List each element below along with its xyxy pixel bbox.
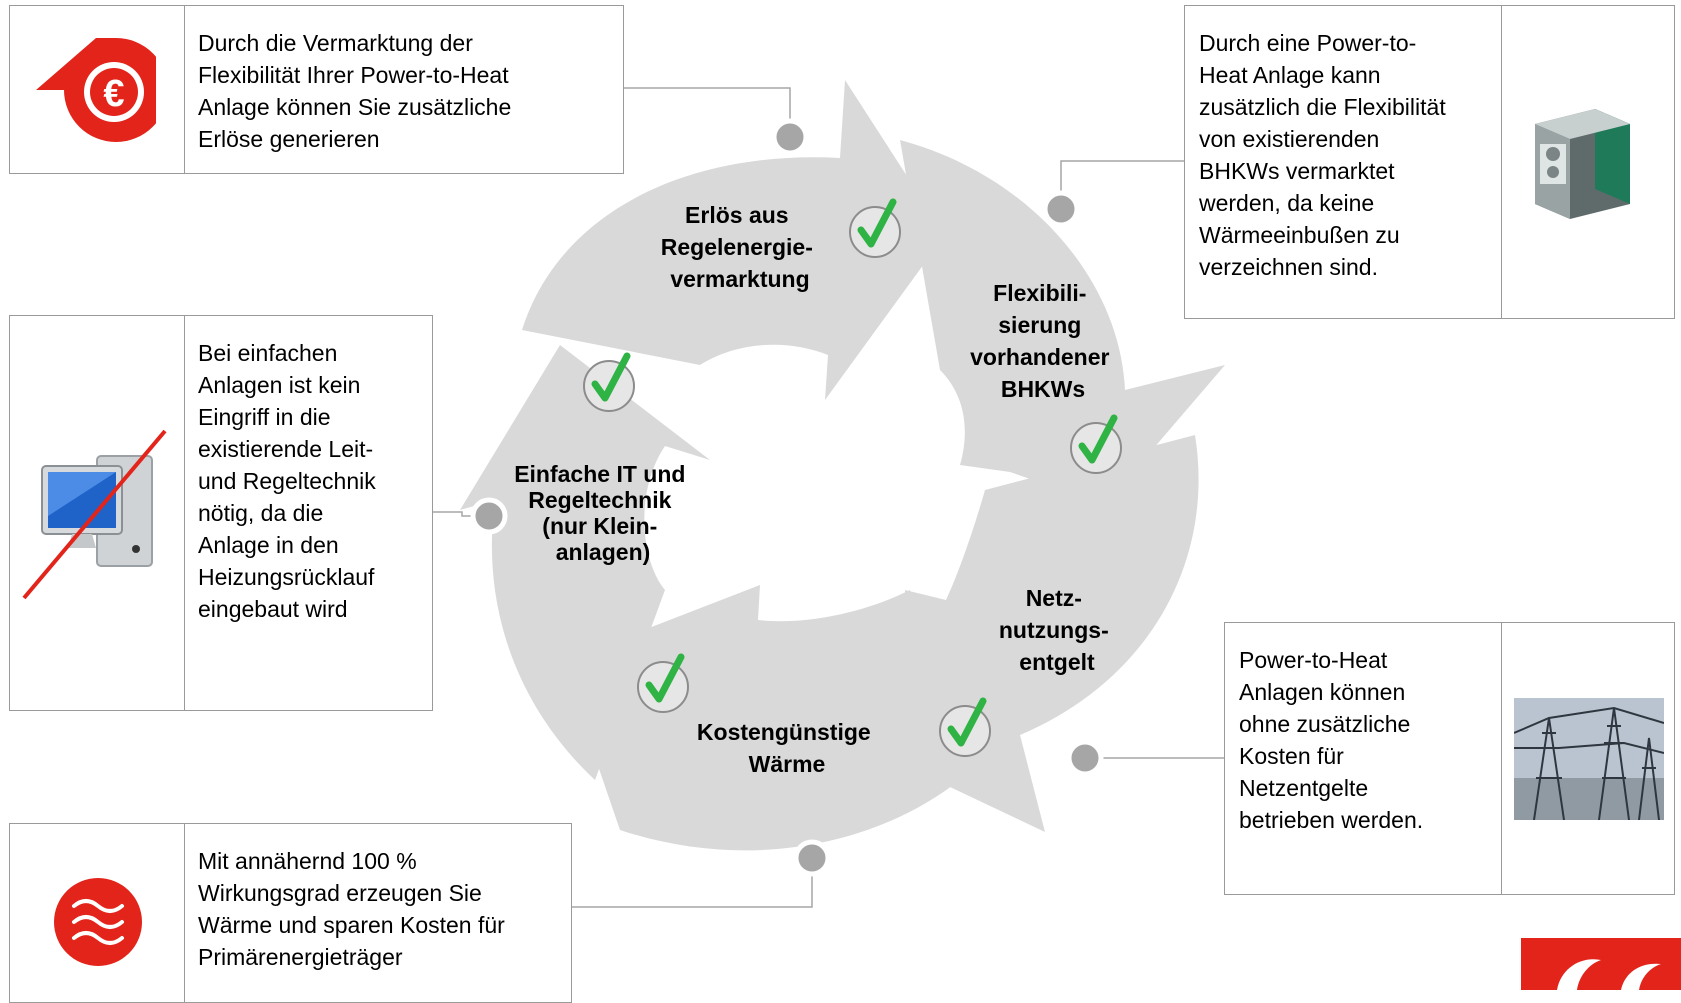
callout-grid: Power-to-Heat Anlagen können ohne zusätz… [1224, 622, 1675, 895]
dot-grid [1066, 739, 1104, 777]
brand-logo-shape [1557, 959, 1661, 990]
segment-label-it: Einfache IT und Regeltechnik (nur Klein-… [514, 461, 692, 565]
arrow-flex [900, 140, 1225, 505]
check-icon-flex [1070, 414, 1122, 474]
power-pylons-image [1514, 698, 1664, 820]
arrow-revenue [522, 80, 945, 400]
callout-flex-text: Durch eine Power-to- Heat Anlage kann zu… [1199, 30, 1446, 280]
check-icons [583, 198, 1122, 757]
connector-flex [1060, 160, 1184, 209]
callout-revenue: € Durch die Vermarktung der Flexibilität… [9, 5, 624, 174]
euro-icon: € [36, 38, 156, 142]
dot-it [470, 497, 508, 535]
callout-heat-text: Mit annähernd 100 % Wirkungsgrad erzeuge… [198, 848, 505, 970]
check-icon-grid [939, 697, 991, 757]
callout-revenue-text: Durch die Vermarktung der Flexibilität I… [198, 30, 512, 152]
chp-unit-image [1535, 109, 1630, 219]
connector-heat [572, 858, 813, 908]
heat-waves-icon [54, 878, 142, 966]
segment-label-flex: Flexibili- sierung vorhandener BHKWs [970, 280, 1116, 402]
brand-logo [1521, 938, 1681, 990]
check-icon-revenue [849, 198, 901, 258]
callout-it-text: Bei einfachen Anlagen ist kein Eingriff … [198, 340, 376, 622]
callout-flex: Durch eine Power-to- Heat Anlage kann zu… [1184, 5, 1675, 319]
segment-label-heat: Kostengünstige Wärme [697, 719, 877, 777]
svg-text:€: € [103, 73, 124, 115]
arrow-heat [596, 585, 960, 851]
connector-revenue [624, 87, 791, 136]
callout-heat: Mit annähernd 100 % Wirkungsgrad erzeuge… [9, 823, 572, 1003]
arrow-it [460, 345, 710, 780]
callout-grid-text: Power-to-Heat Anlagen können ohne zusätz… [1239, 647, 1424, 833]
dot-heat [793, 839, 831, 877]
connector-dots [470, 118, 1104, 877]
crossed-out-computer-icon [22, 429, 167, 600]
segment-label-grid: Netz- nutzungs- entgelt [999, 585, 1115, 675]
check-icon-heat [637, 653, 689, 713]
callout-it: Bei einfachen Anlagen ist kein Eingriff … [9, 315, 433, 711]
segment-label-revenue: Erlös aus Regelenergie- vermarktung [661, 202, 820, 292]
dot-revenue [771, 118, 809, 156]
check-icon-it [583, 352, 635, 412]
dot-flex [1042, 190, 1080, 228]
